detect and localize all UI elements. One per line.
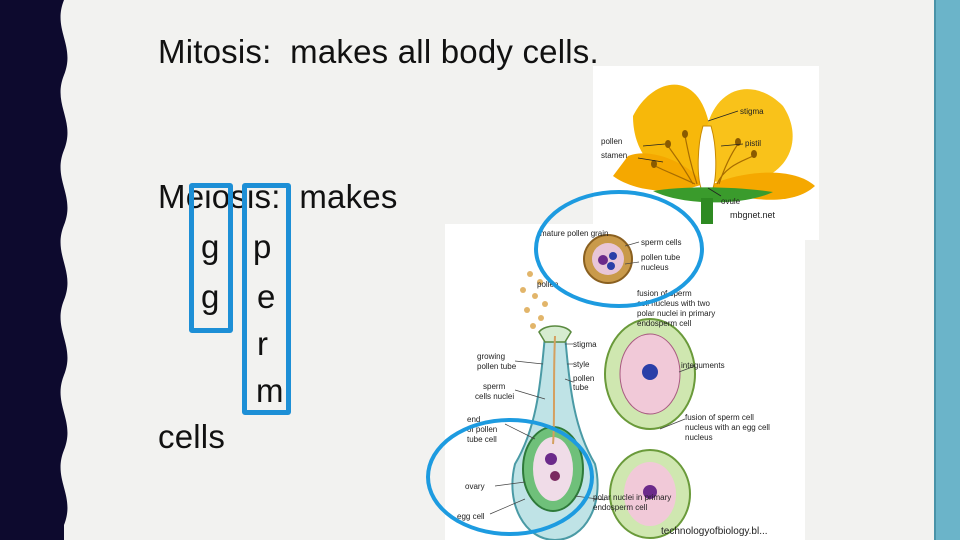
label-fusion2-c: nucleus xyxy=(685,433,713,442)
flower-credit: mbgnet.net xyxy=(729,210,775,220)
mitosis-line: Mitosis: makes all body cells. xyxy=(158,33,599,70)
label-growing-1: growing xyxy=(477,352,505,361)
cells-word: cells xyxy=(158,418,226,455)
label-fusion1-c: polar nuclei in primary xyxy=(637,309,715,318)
flower-label-pistil: pistil xyxy=(745,139,761,148)
right-accent-edge xyxy=(934,0,936,540)
flower-label-ovule: ovule xyxy=(721,197,741,206)
label-fusion2-a: fusion of sperm cell xyxy=(685,413,754,422)
wavy-left-border xyxy=(0,0,68,540)
sperm-letter-3: r xyxy=(257,325,268,362)
flower-label-stigma: stigma xyxy=(740,107,764,116)
sperm-letter-1: p xyxy=(253,228,272,265)
label-polar-1: polar nuclei in primary xyxy=(593,493,671,502)
flower-diagram: stigma pollen stamen pistil ovule mbgnet… xyxy=(593,66,819,240)
label-pollen-tube-1: pollen xyxy=(573,374,594,383)
label-pollen: pollen xyxy=(537,280,558,289)
sperm-highlight-box xyxy=(242,183,291,415)
label-sperm-nuclei-2: cells nuclei xyxy=(475,392,514,401)
label-integuments: integuments xyxy=(681,361,725,370)
label-fusion1-b: cell nucleus with two xyxy=(637,299,710,308)
label-fusion1-d: endosperm cell xyxy=(637,319,691,328)
gametes-highlight-box xyxy=(189,183,233,333)
label-end-1: end xyxy=(467,415,480,424)
fertilization-credit: technologyofbiology.bl... xyxy=(661,526,768,537)
label-fusion2-b: nucleus with an egg cell xyxy=(685,423,770,432)
label-stigma: stigma xyxy=(573,340,597,349)
pollen-grain-circle xyxy=(534,190,704,308)
flower-label-pollen: pollen xyxy=(601,137,622,146)
label-sperm-nuclei-1: sperm xyxy=(483,382,506,391)
right-accent-bar xyxy=(936,0,960,540)
gametes-letter-1: g xyxy=(201,228,220,265)
sperm-letter-4: m xyxy=(256,372,284,409)
gametes-letter-2: g xyxy=(201,278,220,315)
label-style: style xyxy=(573,360,590,369)
label-growing-2: pollen tube xyxy=(477,362,517,371)
egg-cell-circle xyxy=(426,418,594,536)
flower-label-stamen: stamen xyxy=(601,151,627,160)
label-pollen-tube-2: tube xyxy=(573,383,589,392)
sperm-letter-2: e xyxy=(257,278,276,315)
label-polar-2: endosperm cell xyxy=(593,503,647,512)
